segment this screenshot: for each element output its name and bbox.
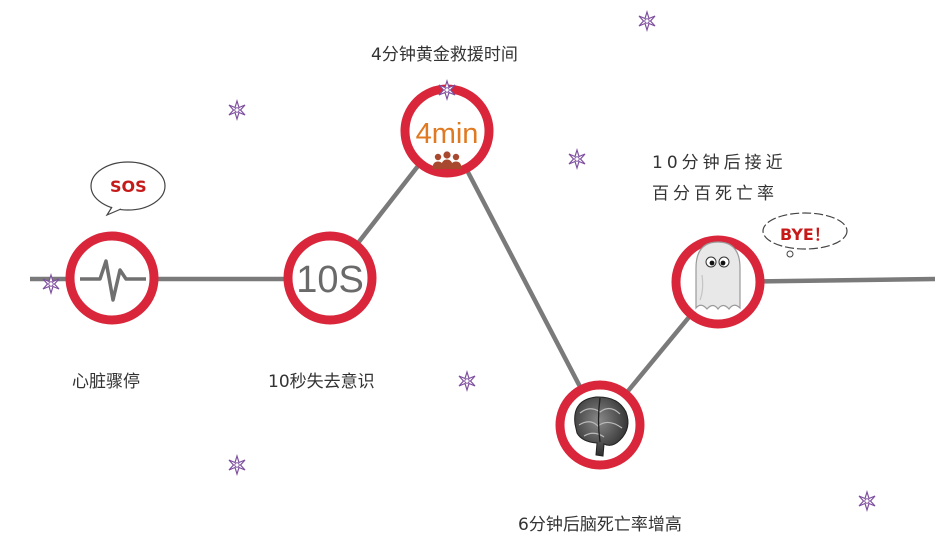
sparkle-star-icon [638, 11, 656, 31]
node-ten-min [671, 235, 765, 329]
node-four-min-value: 4min [416, 118, 479, 150]
sparkle-star-icon [228, 455, 246, 475]
brain-icon [574, 396, 629, 457]
sparkle-star-icon [568, 149, 586, 169]
sparkle-star-icon [858, 491, 876, 511]
label-six-min: 6分钟后脑死亡率增高 [518, 515, 682, 535]
sos-bubble-text: SOS [110, 177, 147, 196]
ghost-icon [695, 241, 741, 311]
node-ten-seconds-value: 10S [296, 259, 364, 301]
node-four-min: 4min [400, 84, 494, 178]
node-ten-seconds: 10S [283, 231, 377, 325]
bye-bubble-text: BYE！ [780, 225, 830, 244]
sparkle-star-icon [228, 100, 246, 120]
label-ten-min-line-2: 百分百死亡率 [652, 184, 778, 204]
label-cardiac-arrest: 心脏骤停 [72, 372, 140, 392]
label-ten-min-line-1: 10分钟后接近 [652, 153, 787, 173]
sos-speech-bubble [90, 161, 166, 217]
people-icon [432, 151, 462, 169]
heartbeat-pulse-icon [80, 259, 146, 302]
label-ten-seconds: 10秒失去意识 [268, 372, 375, 392]
label-four-min: 4分钟黄金救援时间 [371, 45, 518, 65]
node-six-min [555, 380, 645, 470]
node-cardiac-arrest [65, 231, 159, 325]
bye-speech-bubble [762, 212, 848, 258]
timeline-path [30, 127, 936, 428]
sparkle-star-icon [458, 371, 476, 391]
